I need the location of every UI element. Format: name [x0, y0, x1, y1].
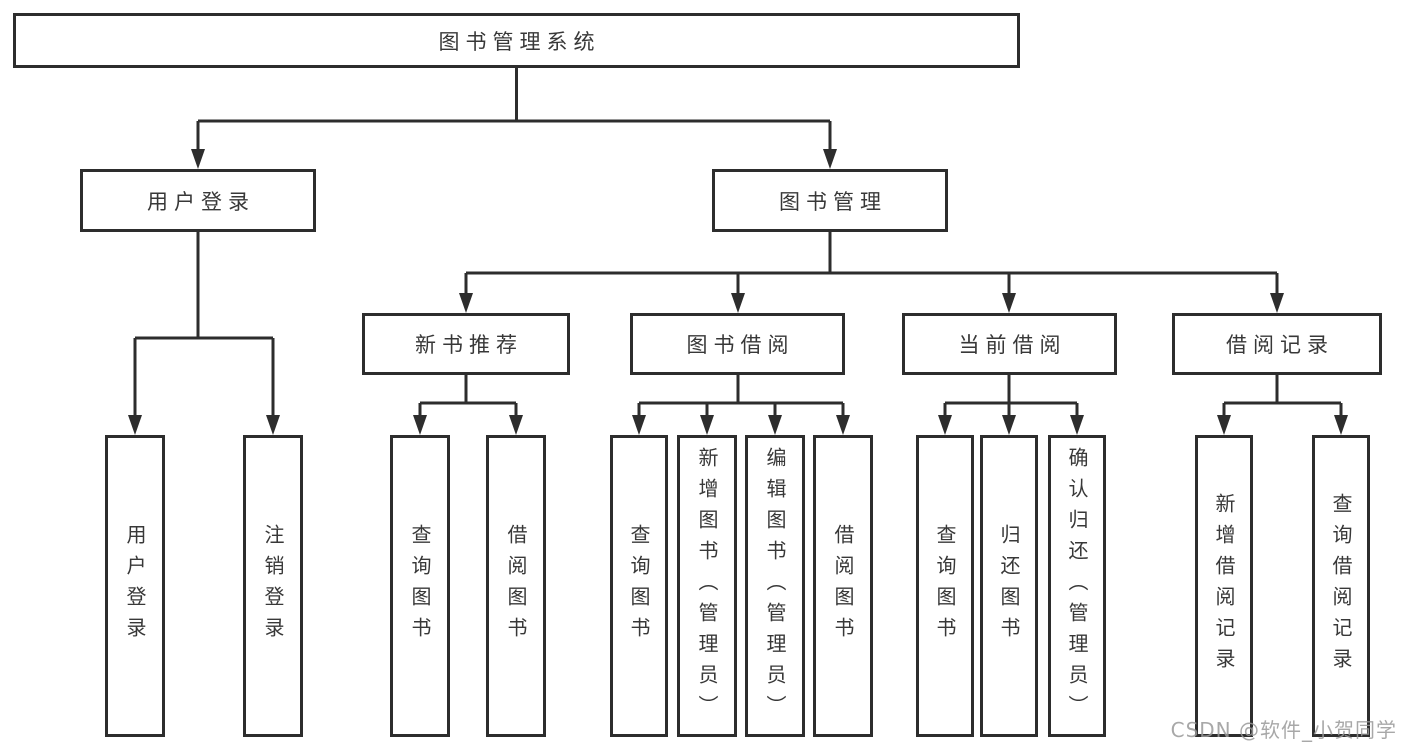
node-label: 新书推荐 — [415, 333, 523, 357]
node-label: 图书借阅 — [686, 333, 795, 357]
tree-edges — [133, 68, 1343, 418]
leaf-label: 新增图书（管理员） — [695, 446, 719, 726]
leaf-label: 归还图书 — [997, 524, 1021, 648]
node-book-management: 图书管理 — [712, 169, 948, 232]
leaf-label: 查询借阅记录 — [1329, 493, 1353, 679]
node-book-borrowing: 图书借阅 — [630, 313, 845, 375]
leaf-borrow-books-recommend: 借阅图书 — [486, 435, 546, 737]
leaf-user-login: 用户登录 — [105, 435, 165, 737]
leaf-edit-books-admin: 编辑图书（管理员） — [745, 435, 805, 737]
node-current-borrowing: 当前借阅 — [902, 313, 1117, 375]
leaf-query-books-borrowing: 查询图书 — [610, 435, 668, 737]
watermark: CSDN @软件_小贺同学 — [1170, 718, 1397, 742]
node-user-login: 用户登录 — [80, 169, 316, 232]
leaf-query-borrow-record: 查询借阅记录 — [1312, 435, 1370, 737]
leaf-label: 确认归还（管理员） — [1065, 446, 1089, 726]
leaf-add-borrow-record: 新增借阅记录 — [1195, 435, 1253, 737]
leaf-query-books-recommend: 查询图书 — [390, 435, 450, 737]
leaf-borrow-books: 借阅图书 — [813, 435, 873, 737]
leaf-label: 查询图书 — [408, 524, 432, 648]
leaf-return-books: 归还图书 — [980, 435, 1038, 737]
leaf-confirm-return-admin: 确认归还（管理员） — [1048, 435, 1106, 737]
node-label: 用户登录 — [147, 189, 255, 214]
node-label: 图书管理系统 — [438, 29, 601, 54]
node-borrowing-records: 借阅记录 — [1172, 313, 1382, 375]
leaf-add-books-admin: 新增图书（管理员） — [677, 435, 737, 737]
leaf-label: 注销登录 — [261, 524, 285, 648]
node-label: 图书管理 — [779, 189, 887, 214]
leaf-label: 用户登录 — [123, 524, 147, 648]
node-label: 当前借阅 — [958, 333, 1067, 357]
arrowheads — [128, 149, 1348, 435]
node-new-book-recommend: 新书推荐 — [362, 313, 570, 375]
leaf-label: 借阅图书 — [831, 524, 855, 648]
leaf-label: 编辑图书（管理员） — [763, 446, 787, 726]
leaf-logout: 注销登录 — [243, 435, 303, 737]
leaf-label: 查询图书 — [933, 524, 957, 648]
node-label: 借阅记录 — [1226, 333, 1334, 357]
leaf-query-books-current: 查询图书 — [916, 435, 974, 737]
leaf-label: 借阅图书 — [504, 524, 528, 648]
node-library-system: 图书管理系统 — [13, 13, 1020, 68]
leaf-label: 新增借阅记录 — [1212, 493, 1236, 679]
leaf-label: 查询图书 — [627, 524, 651, 648]
